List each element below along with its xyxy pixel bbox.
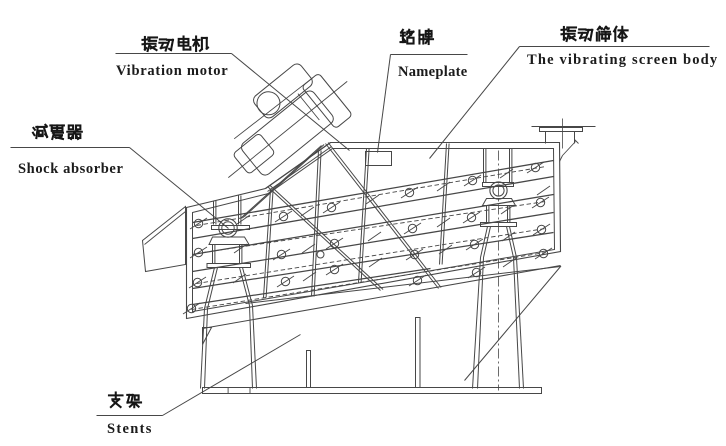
svg-text:Shock absorber: Shock absorber	[18, 161, 123, 177]
svg-text:The vibrating screen body: The vibrating screen body	[527, 52, 718, 68]
svg-text:Stents: Stents	[107, 421, 153, 437]
svg-text:Nameplate: Nameplate	[398, 64, 468, 80]
svg-text:Vibration motor: Vibration motor	[116, 63, 228, 79]
